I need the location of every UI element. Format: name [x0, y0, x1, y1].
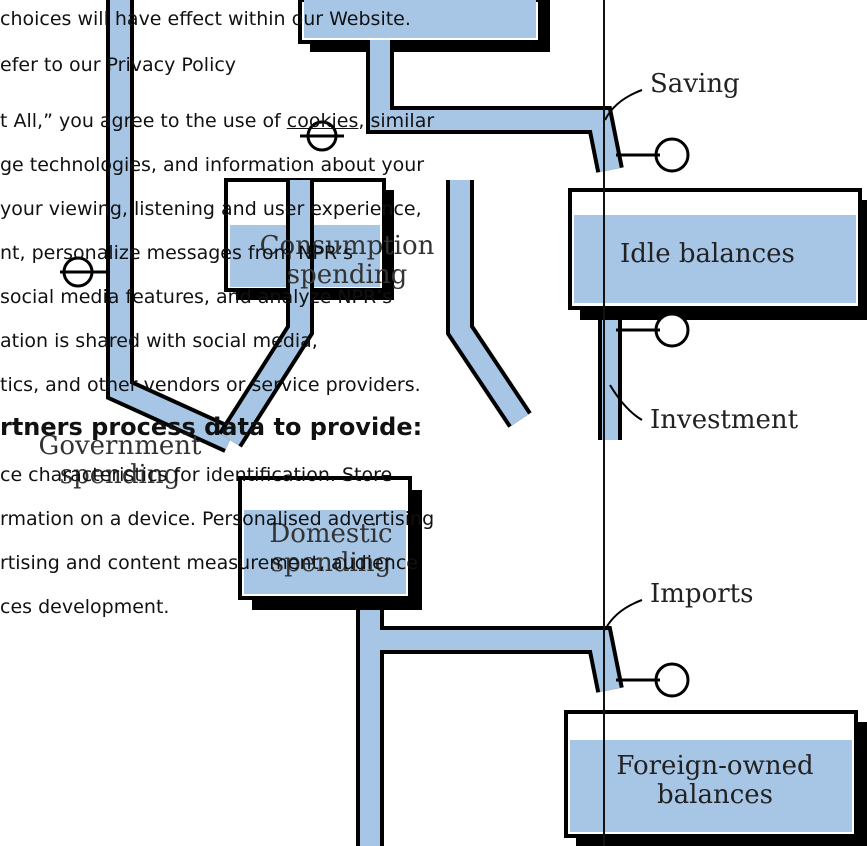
domestic-label-line1: Domestic — [269, 519, 393, 549]
consent-line: ces development. — [0, 596, 170, 618]
consent-line: your viewing, listening and user experie… — [0, 198, 422, 220]
cookie-consent-panel: choices will have effect within our Webs… — [0, 8, 435, 618]
consent-line: tics, and other vendors or service provi… — [0, 374, 421, 396]
partners-heading: rtners process data to provide: — [0, 413, 423, 441]
consent-line: social media features, and analyze NPR’s — [0, 286, 393, 308]
foreign-balances-line2: balances — [657, 779, 773, 810]
investment-label: Investment — [650, 405, 799, 435]
consent-line: ce characteristics for identification. S… — [0, 464, 393, 486]
consumption-label: Consumption spending — [232, 232, 462, 289]
valve-icon — [616, 312, 690, 348]
top-tank — [298, 0, 550, 52]
foreign-balances-line1: Foreign-owned — [616, 751, 814, 781]
saving-label: Saving — [650, 69, 740, 99]
domestic-label-line2: spending — [270, 547, 392, 578]
valve-icon — [616, 662, 690, 698]
consent-line: t All,” you agree to the use of cookies,… — [0, 108, 434, 134]
label-pointers — [604, 89, 643, 631]
idle-balances-label: Idle balances — [620, 239, 795, 269]
consent-line: ge technologies, and information about y… — [0, 154, 425, 176]
consent-line: choices will have effect within our Webs… — [0, 8, 411, 30]
consent-text: , similar — [358, 110, 435, 132]
panel-divider — [603, 0, 605, 846]
consent-line: ation is shared with social media, — [0, 330, 318, 352]
consent-line: rmation on a device. Personalised advert… — [0, 508, 435, 530]
consent-line: rtising and content measurement, audienc… — [0, 552, 418, 574]
consumption-label-line1: Consumption — [259, 231, 435, 261]
government-label-line1: Government — [38, 431, 202, 461]
domestic-label: Domestic spending — [246, 520, 416, 577]
domestic-tank — [238, 476, 422, 610]
imports-label: Imports — [650, 579, 754, 609]
pipes — [106, 0, 624, 846]
valves — [60, 120, 690, 698]
consent-text: t All,” you agree to the use of — [0, 110, 287, 132]
consumption-label-line2: spending — [286, 259, 408, 290]
government-label-line2: spending — [59, 459, 181, 490]
idle-balances-tank — [568, 188, 867, 320]
foreign-balances-label: Foreign-owned balances — [590, 752, 840, 809]
valve-icon — [60, 256, 110, 288]
privacy-policy-text[interactable]: efer to our Privacy Policy — [0, 54, 237, 76]
valve-icon — [616, 137, 690, 173]
consent-line: nt, personalize messages from NPR’s — [0, 242, 353, 264]
cookies-link[interactable]: cookies — [286, 110, 359, 132]
foreign-balances-tank — [564, 710, 867, 846]
valve-icon — [300, 120, 344, 152]
government-label: Government spending — [20, 432, 220, 489]
consent-line: efer to our Privacy Policy — [0, 52, 236, 78]
